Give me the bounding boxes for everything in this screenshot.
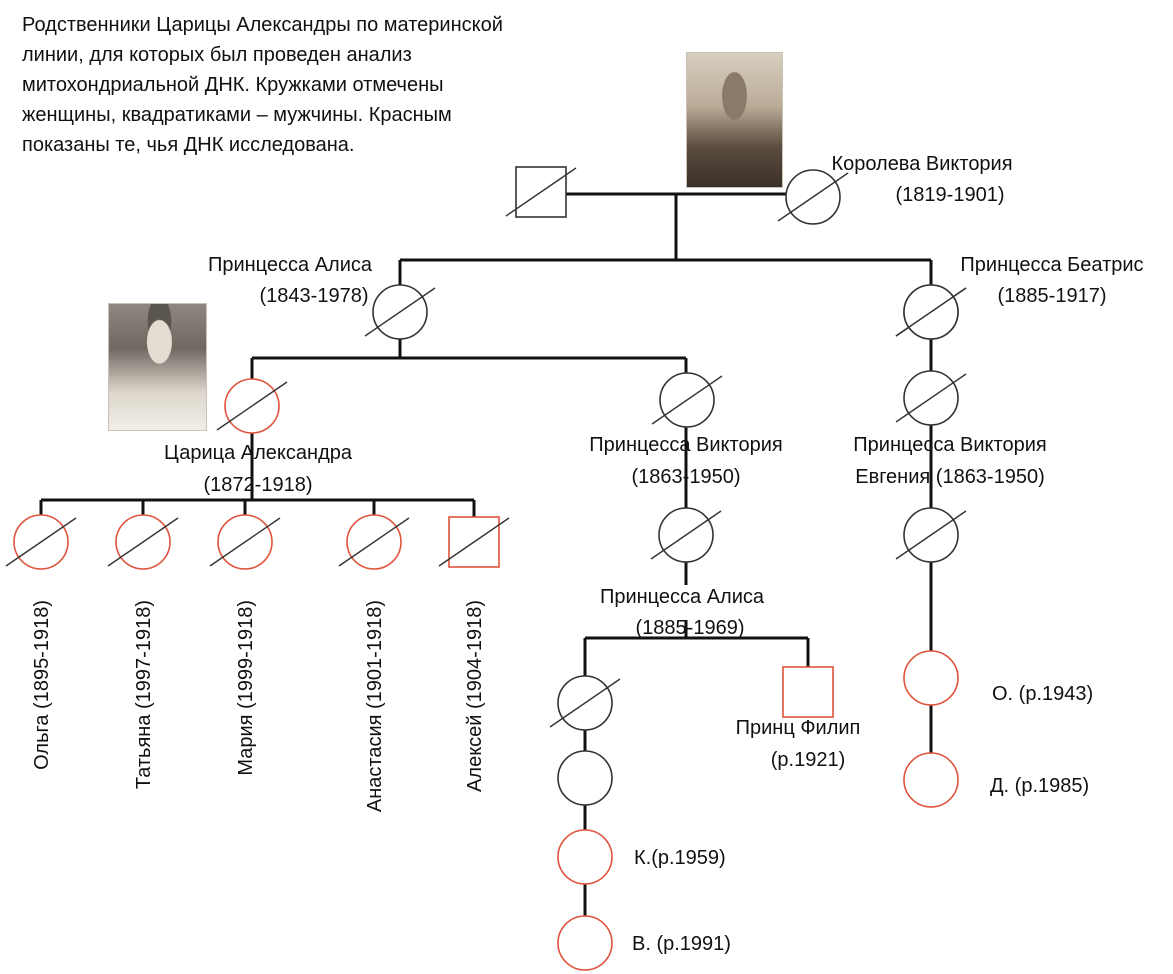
queen-victoria-label: Королева Виктория bbox=[831, 153, 1012, 175]
female-circle bbox=[903, 752, 959, 808]
olga-name-vertical: Ольга (1895-1918) bbox=[31, 600, 53, 770]
deceased-slash bbox=[549, 678, 621, 728]
princess-beatrice-label: Принцесса Беатрис bbox=[960, 254, 1143, 276]
anastasia-name-vertical: Анастасия (1901-1918) bbox=[364, 600, 386, 812]
princess-victoria-symbol bbox=[651, 372, 723, 428]
female-circle bbox=[557, 915, 613, 971]
deceased-slash bbox=[364, 287, 436, 337]
deceased-slash bbox=[651, 375, 723, 425]
caption-line: линии, для которых был проведен анализ bbox=[22, 44, 412, 66]
tatiana-symbol bbox=[107, 514, 179, 570]
princess-alice-label: (1843-1978) bbox=[260, 285, 369, 307]
female-circle bbox=[903, 650, 959, 706]
princess-alice-label: Принцесса Алиса bbox=[208, 254, 373, 276]
princess-alice-2-symbol bbox=[650, 507, 722, 563]
queen-victoria-symbol bbox=[777, 169, 849, 225]
eugenie-child-symbol bbox=[895, 507, 967, 563]
prince-philip-label: Принц Филип bbox=[736, 717, 861, 739]
deceased-slash bbox=[895, 510, 967, 560]
tsarina-alexandra-label: (1872-1918) bbox=[204, 474, 313, 496]
prince-philip-symbol bbox=[782, 666, 834, 718]
princess-beatrice-label: (1885-1917) bbox=[998, 285, 1107, 307]
alice-daughter-symbol bbox=[549, 675, 621, 731]
female-circle bbox=[557, 829, 613, 885]
caption-line: митохондриальной ДНК. Кружками отмечены bbox=[22, 74, 444, 96]
deceased-slash bbox=[650, 510, 722, 560]
male-square bbox=[782, 666, 834, 718]
princess-alice-2-label: (1885-1969) bbox=[636, 617, 745, 639]
k-1959-symbol bbox=[557, 829, 613, 885]
d-1985-label: Д. (р.1985) bbox=[990, 775, 1089, 797]
princess-victoria-label: (1863-1950) bbox=[632, 466, 741, 488]
deceased-slash bbox=[895, 373, 967, 423]
caption-line: показаны те, чья ДНК исследована. bbox=[22, 134, 355, 156]
alexei-name-vertical: Алексей (1904-1918) bbox=[464, 600, 486, 792]
v-1991-symbol bbox=[557, 915, 613, 971]
deceased-slash bbox=[438, 517, 510, 567]
caption-line: женщины, квадратиками – мужчины. Красным bbox=[22, 104, 452, 126]
princess-victoria-label: Принцесса Виктория bbox=[589, 434, 782, 456]
victoria-eugenie-mother-symbol bbox=[895, 284, 967, 340]
victoria-husband-symbol bbox=[505, 166, 577, 218]
k-1959-label: К.(р.1959) bbox=[634, 847, 726, 869]
victoria-eugenie-symbol bbox=[895, 370, 967, 426]
princess-alice-2-label: Принцесса Алиса bbox=[600, 586, 765, 608]
deceased-slash bbox=[895, 287, 967, 337]
tsarina-alexandra-label: Царица Александра bbox=[164, 442, 353, 464]
deceased-slash bbox=[338, 517, 410, 567]
victoria-eugenie-label: Евгения (1863-1950) bbox=[855, 466, 1045, 488]
tsarina-alexandra-symbol bbox=[216, 378, 288, 434]
connector-lines bbox=[39, 192, 933, 916]
o-1943-symbol bbox=[903, 650, 959, 706]
maria-name-vertical: Мария (1999-1918) bbox=[235, 600, 257, 776]
deceased-slash bbox=[5, 517, 77, 567]
deceased-slash bbox=[216, 381, 288, 431]
person-labels: Королева Виктория (1819-1901) Принцесса Ал… bbox=[31, 153, 1144, 955]
prince-philip-label: (р.1921) bbox=[771, 749, 846, 771]
caption-line: Родственники Царицы Александры по матери… bbox=[22, 14, 503, 36]
o-1943-label: О. (р.1943) bbox=[992, 683, 1093, 705]
deceased-slash bbox=[505, 167, 577, 217]
tsarina-alexandra-photo bbox=[108, 303, 207, 431]
deceased-slash bbox=[209, 517, 281, 567]
deceased-slash bbox=[107, 517, 179, 567]
grand-daughter-symbol bbox=[557, 750, 613, 806]
deceased-slash bbox=[777, 172, 849, 222]
olga-symbol bbox=[5, 514, 77, 570]
victoria-eugenie-label: Принцесса Виктория bbox=[853, 434, 1046, 456]
diagram-caption: Родственники Царицы Александры по матери… bbox=[22, 10, 682, 160]
anastasia-symbol bbox=[338, 514, 410, 570]
d-1985-symbol bbox=[903, 752, 959, 808]
maria-symbol bbox=[209, 514, 281, 570]
alexei-symbol bbox=[438, 516, 510, 568]
female-circle bbox=[557, 750, 613, 806]
princess-alice-symbol bbox=[364, 284, 436, 340]
queen-victoria-photo bbox=[686, 52, 783, 188]
person-symbols bbox=[5, 166, 967, 971]
v-1991-label: В. (р.1991) bbox=[632, 933, 731, 955]
tatiana-name-vertical: Татьяна (1997-1918) bbox=[133, 600, 155, 789]
queen-victoria-label: (1819-1901) bbox=[896, 184, 1005, 206]
